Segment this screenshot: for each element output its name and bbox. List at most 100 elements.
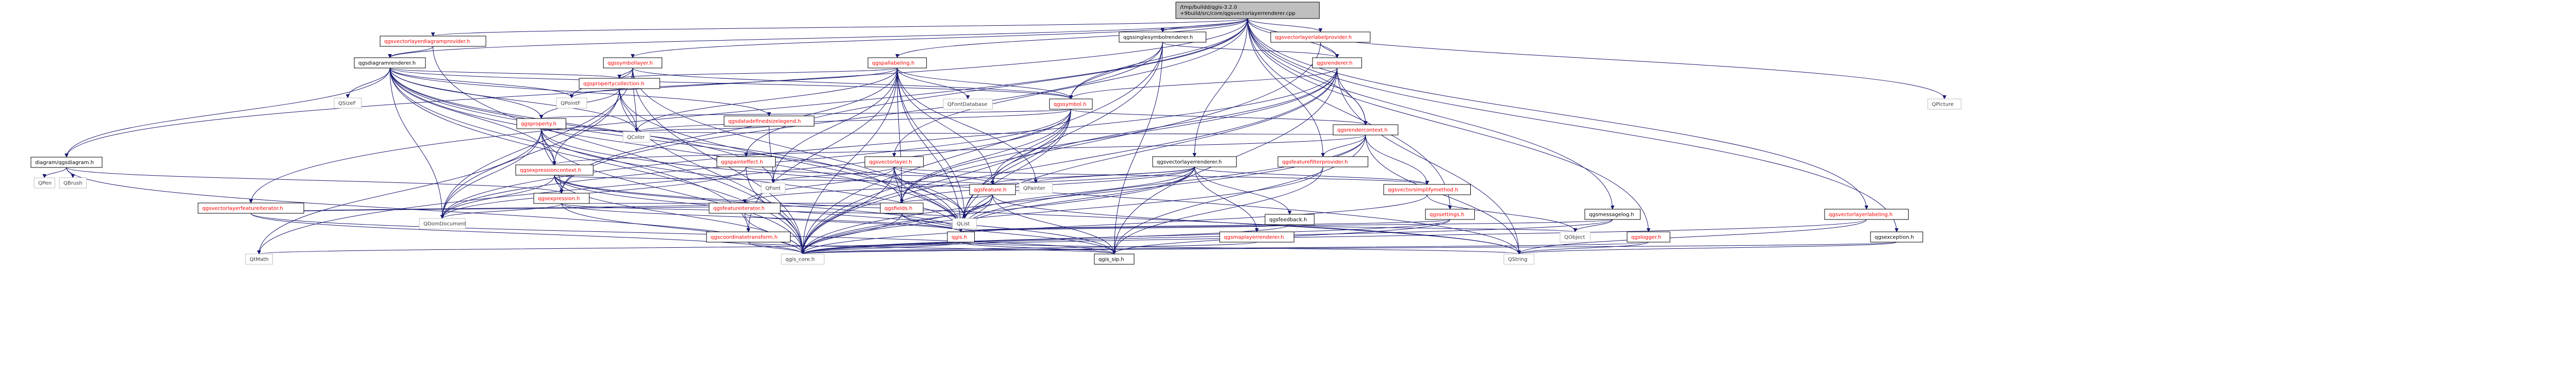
node-box-qgsvectorlayerlabeling [1824,209,1909,220]
node-qgsproperty[interactable]: qgsproperty.h [516,118,566,129]
node-qgscoordinatetransform[interactable]: qgscoordinatetransform.h [706,231,791,243]
node-box-qgsproperty [516,118,566,129]
node-qgsfeatureiterator[interactable]: qgsfeatureiterator.h [709,202,781,214]
node-qgsvectorlayerfeatureiterator[interactable]: qgsvectorlayerfeatureiterator.h [198,202,304,214]
node-qgsexception[interactable]: qgsexception.h [1870,231,1923,243]
node-label-qgssinglesymbolrenderer: qgssinglesymbolrenderer.h [1123,35,1193,41]
node-qpainter[interactable]: QPainter [1019,182,1053,194]
node-qgsvectorsimplifymethod[interactable]: qgsvectorsimplifymethod.h [1383,184,1471,195]
node-label-qgsvectorlayerlabeling: qgsvectorlayerlabeling.h [1829,212,1893,218]
edge-qgspallabeling-to-qgscoordinatetransform [748,67,898,232]
node-label-qgspropertycollection: qgspropertycollection.h [583,81,644,87]
edge-qgsvectorsimplifymethod-to-qgis_core [803,194,1428,255]
node-qgsdatadefinedsizelegend[interactable]: qgsdatadefinedsizelegend.h [724,115,815,127]
node-qgsfeedback[interactable]: qgsfeedback.h [1265,214,1315,225]
node-qgsmessagelog[interactable]: qgsmessagelog.h [1584,209,1640,220]
node-label-qgsmaplayerrenderer: qgsmaplayerrenderer.h [1224,235,1284,241]
node-root[interactable]: /tmp/buildd/qgis-3.2.0+9build/src/core/q… [1175,2,1320,19]
node-box-diagram [30,157,103,168]
node-qgsvectorlayerlabeling[interactable]: qgsvectorlayerlabeling.h [1824,209,1909,220]
node-qdomdocument[interactable]: QDomDocument [419,218,466,229]
node-box-qgsrendercontext [1333,124,1399,135]
edge-qgsfeedback-to-qgis [961,224,1290,232]
node-qgsfeature[interactable]: qgsfeature.h [969,184,1016,195]
node-qgsmaplayerrenderer[interactable]: qgsmaplayerrenderer.h [1219,231,1294,243]
node-qfont[interactable]: QFont [761,182,785,194]
node-qgslogger[interactable]: qgslogger.h [1627,231,1670,243]
edge-qgspallabeling-to-qlist [897,67,964,218]
node-qgssinglesymbolrenderer[interactable]: qgssinglesymbolrenderer.h [1119,31,1206,43]
node-box-qdomdocument [419,218,466,229]
edge-qgssymbollayer-to-qgssymbol [632,67,1071,99]
node-qgis_sip[interactable]: qgis_sip.h [1094,253,1135,265]
node-qgsvectorlayerrenderer[interactable]: qgsvectorlayerrenderer.h [1152,156,1237,167]
node-qsizef[interactable]: QSizeF [334,97,362,109]
node-label-qgsfeatureiterator: qgsfeatureiterator.h [713,206,765,212]
node-qgsvectorlayerdiagramprovider[interactable]: qgsvectorlayerdiagramprovider.h [380,36,486,47]
node-box-qgsexpressioncontext [515,164,594,176]
node-qgsexpressioncontext[interactable]: qgsexpressioncontext.h [515,164,594,176]
node-label-qgsvectorlayerrenderer: qgsvectorlayerrenderer.h [1157,160,1222,165]
node-qgspainteffect[interactable]: qgspainteffect.h [716,156,776,167]
node-label-qfontdatabase: QFontDatabase [947,102,987,108]
node-qmath[interactable]: QtMath [245,253,273,265]
edge-qgsvectorlayer-to-qgsfeatureiterator [745,166,895,204]
node-label-qcolor: QColor [627,135,645,141]
node-label-qgsdiagramrenderer: qgsdiagramrenderer.h [358,61,416,66]
node-qgsfeaturefilterprovider[interactable]: qgsfeaturefilterprovider.h [1277,156,1369,167]
node-label-qpen: QPen [38,181,52,186]
node-qbrush[interactable]: QBrush [59,177,87,189]
node-qfontdatabase[interactable]: QFontDatabase [943,98,993,110]
node-label-qgsvectorlayerfeatureiterator: qgsvectorlayerfeatureiterator.h [202,206,283,212]
edge-qgspainteffect-to-qpainter [746,166,1036,183]
node-box-qgis_core [781,253,825,265]
node-qgspropertycollection[interactable]: qgspropertycollection.h [579,78,660,89]
node-qgsvectorlayer[interactable]: qgsvectorlayer.h [864,156,924,167]
edge-qgssinglesymbolrenderer-to-qgssymbol [1071,42,1163,99]
node-label-qgsvectorlayerlabelprovider: qgsvectorlayerlabelprovider.h [1275,35,1352,41]
node-qpen[interactable]: QPen [34,177,55,189]
node-qobject[interactable]: QObject [1560,231,1591,243]
edge-qgis-to-qmath [259,242,961,255]
edge-qgsexception-to-qstring [1519,242,1897,255]
edge-qgsexpression-to-qdomdocument [442,203,562,219]
node-label-qgsrendercontext: qgsrendercontext.h [1337,128,1388,133]
node-qgssettings[interactable]: qgssettings.h [1425,209,1475,220]
node-label-qgis_core: qgis_core.h [785,257,815,263]
node-box-qstring [1503,253,1535,265]
node-box-qgsfields [880,202,924,214]
node-label-qpicture: QPicture [1932,102,1954,108]
node-qgsexpression[interactable]: qgsexpression.h [533,193,589,204]
node-label-qsizef: QSizeF [338,101,356,107]
node-qgssymbollayer[interactable]: qgssymbollayer.h [603,57,663,69]
node-box-qmath [245,253,273,265]
node-qgsfields[interactable]: qgsfields.h [880,202,924,214]
node-qpicture[interactable]: QPicture [1927,98,1962,110]
node-box-qgsmaplayerrenderer [1219,231,1294,243]
edge-qgsvectorlayerlabelprovider-to-qgsrenderer [1320,42,1337,58]
node-label-qgsdatadefinedsizelegend: qgsdatadefinedsizelegend.h [728,119,801,125]
node-qstring[interactable]: QString [1503,253,1535,265]
node-label-qgsexception: qgsexception.h [1875,235,1914,241]
node-qgsrendercontext[interactable]: qgsrendercontext.h [1333,124,1399,135]
node-label-qgsproperty: qgsproperty.h [521,122,556,127]
node-qgssymbol[interactable]: qgssymbol.h [1049,98,1093,110]
node-qgsvectorlayerlabelprovider[interactable]: qgsvectorlayerlabelprovider.h [1270,31,1371,43]
node-qgsrenderer[interactable]: qgsrenderer.h [1312,57,1362,69]
node-box-qgsvectorlayerlabelprovider [1270,31,1371,43]
node-qgsdiagramrenderer[interactable]: qgsdiagramrenderer.h [354,57,426,69]
node-qlist[interactable]: QList [952,218,977,229]
edge-root-to-qgsvectorlayerfeatureiterator [251,18,1248,203]
node-qcolor[interactable]: QColor [622,131,651,143]
node-box-qgssymbol [1049,98,1093,110]
node-qgspallabeling[interactable]: qgspallabeling.h [867,57,927,69]
edge-root-to-qgsmessagelog [1247,18,1613,209]
node-qpointf[interactable]: QPointF [556,97,587,109]
edge-qgsmessagelog-to-qgis [961,219,1613,232]
node-qgis[interactable]: qgis.h [947,231,975,243]
node-diagram[interactable]: diagram/qgsdiagram.h [30,157,103,168]
edge-qgssinglesymbolrenderer-to-qgis_core [803,42,1163,254]
edge-root-to-qgssymbollayer [633,18,1248,58]
node-qgis_core[interactable]: qgis_core.h [781,253,825,265]
edge-root-to-qgssettings [1247,18,1450,209]
